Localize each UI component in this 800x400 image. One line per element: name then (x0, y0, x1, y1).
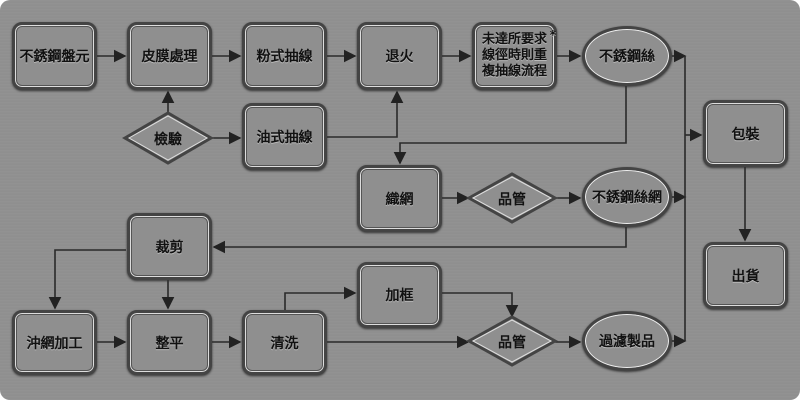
node-oil-drawing: 油式抽線 (242, 103, 327, 170)
node-annealing: 退火 (357, 22, 442, 90)
node-framing: 加框 (357, 262, 442, 328)
node-weaving: 織網 (357, 165, 442, 232)
node-flattening: 整平 (127, 310, 212, 375)
redo-line-2: 線徑時則重 (481, 48, 547, 63)
node-stainless-coil: 不銹鋼盤元 (12, 22, 97, 90)
node-stainless-wire: 不銹鋼絲 (582, 26, 672, 86)
node-powder-drawing: 粉式抽線 (242, 22, 327, 90)
node-packing: 包裝 (703, 100, 788, 167)
redo-line-1: 未達所要求 (481, 32, 547, 47)
node-stainless-mesh: 不銹鋼絲網 (582, 167, 672, 227)
node-cleaning: 清洗 (242, 310, 327, 375)
node-inspection: 檢驗 (154, 132, 182, 148)
asterisk-mark: * (549, 28, 556, 42)
node-cutting: 裁剪 (127, 213, 212, 280)
node-shipping: 出貨 (703, 242, 788, 309)
node-qc-1: 品管 (498, 192, 526, 208)
node-redo-drawing: 未達所要求 線徑時則重 複抽線流程 * (472, 22, 557, 90)
node-qc-2: 品管 (498, 335, 526, 351)
node-coating: 皮膜處理 (127, 22, 212, 90)
node-punching: 沖網加工 (12, 310, 97, 375)
node-filter-products: 過濾製品 (582, 311, 672, 371)
redo-line-3: 複抽線流程 (481, 64, 547, 79)
